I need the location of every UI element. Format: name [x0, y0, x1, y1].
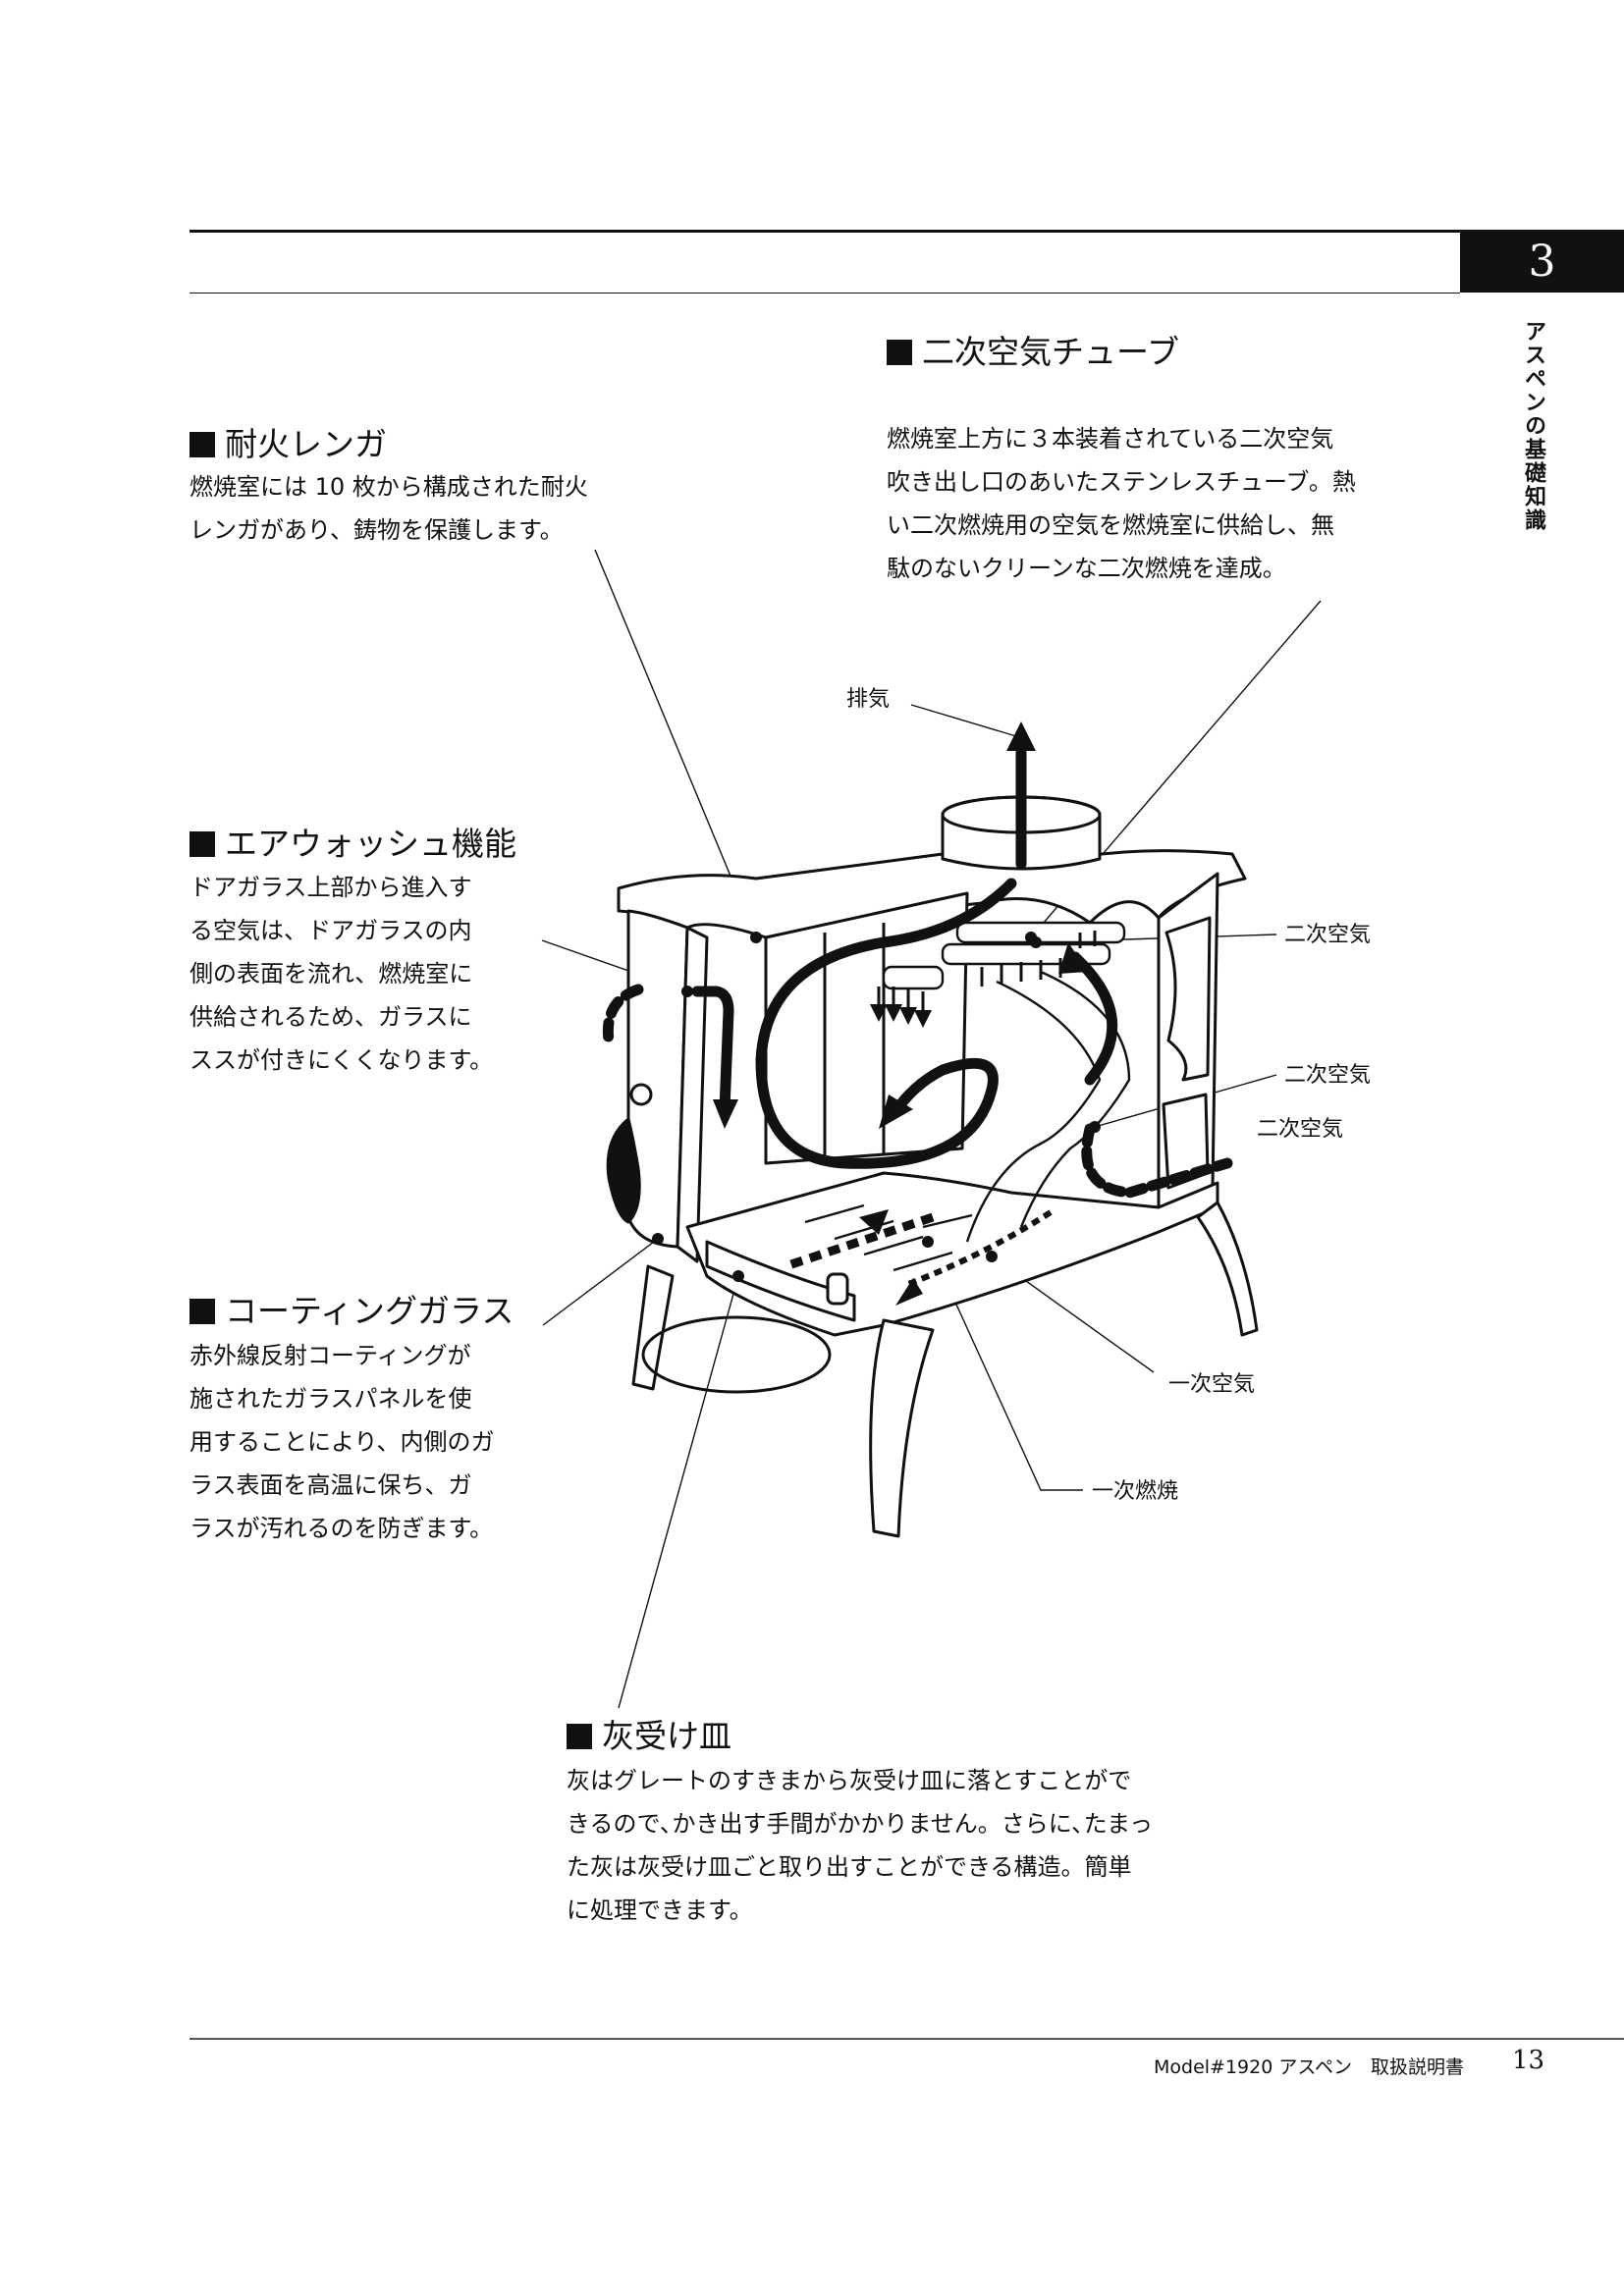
airwash-line: る空気は、ドアガラスの内 [189, 917, 472, 944]
ash-pan-line: きるので､かき出す手間がかかりません。さらに､たまっ [567, 1810, 1154, 1838]
airwash-line: 側の表面を流れ、燃焼室に [189, 960, 473, 988]
heading-bullet [189, 432, 215, 457]
ash-pan-heading: 灰受け皿 [567, 1717, 731, 1756]
airwash-title: エアウォッシュ機能 [225, 825, 516, 863]
secondary-tube-line: 吹き出し口のあいたステンレスチューブ。熱 [887, 468, 1356, 496]
airwash-line: ドアガラス上部から進入す [189, 874, 472, 901]
airwash-line: 供給されるため、ガラスに [189, 1003, 472, 1031]
coating-glass-line: ラスが汚れるのを防ぎます。 [189, 1515, 494, 1542]
chapter-side-title: アスペンの基礎知識 [1521, 320, 1546, 532]
footer-rule [189, 2038, 1624, 2040]
secondary-tube-line: い二次燃焼用の空気を燃焼室に供給し、無 [887, 511, 1334, 539]
firebrick-line: レンガがあり、鋳物を保護します。 [189, 516, 564, 544]
heading-bullet [887, 340, 912, 365]
label-exhaust: 排気 [846, 687, 891, 712]
secondary-tube-text: 燃焼室上方に３本装着されている二次空気 吹き出し口のあいたステンレスチューブ。熱… [887, 417, 1356, 590]
heading-bullet [567, 1724, 592, 1749]
primary-air-arrow [784, 1209, 1053, 1306]
label-secondary-air-2: 二次空気 [1284, 1063, 1372, 1088]
label-primary-combustion: 一次燃焼 [1092, 1479, 1179, 1504]
firebrick-heading: 耐火レンガ [189, 425, 387, 464]
header-rule-thin [189, 293, 1460, 294]
label-primary-air: 一次空気 [1168, 1372, 1256, 1397]
heading-bullet [189, 831, 215, 857]
coating-glass-line: 用することにより、内側のガ [189, 1428, 495, 1456]
coating-glass-text: 赤外線反射コーティングが 施されたガラスパネルを使 用することにより、内側のガ … [189, 1334, 495, 1550]
footer-title: Model#1920 アスペン 取扱説明書 [1154, 2056, 1465, 2078]
firebrick-title: 耐火レンガ [225, 425, 387, 463]
flow-arrows [602, 735, 1233, 1199]
coating-glass-title: コーティングガラス [225, 1292, 514, 1330]
label-secondary-air-3: 二次空気 [1257, 1117, 1344, 1142]
ash-pan-line: た灰は灰受け皿ごと取り出すことができる構造。簡単 [567, 1853, 1132, 1881]
ash-pan-text: 灰はグレートのすきまから灰受け皿に落とすことがで きるので､かき出す手間がかかり… [567, 1759, 1153, 1932]
ash-pan-line: 灰はグレートのすきまから灰受け皿に落とすことがで [567, 1767, 1132, 1794]
secondary-tube-line: 燃焼室上方に３本装着されている二次空気 [887, 425, 1334, 453]
coating-glass-heading: コーティングガラス [189, 1292, 514, 1331]
chapter-number: 3 [1460, 230, 1624, 293]
airwash-line: ススが付きにくくなります。 [189, 1046, 494, 1074]
arrow-heads [713, 721, 1088, 1129]
coating-glass-line: 赤外線反射コーティングが [189, 1342, 471, 1369]
firebrick-line: 燃焼室には 10 枚から構成された耐火 [189, 473, 588, 501]
page-number: 13 [1512, 2046, 1545, 2075]
stove-body [606, 795, 1259, 1538]
secondary-air-jets [870, 931, 1097, 1028]
secondary-tube-title: 二次空気チューブ [922, 333, 1180, 371]
coating-glass-line: ラス表面を高温に保ち、ガ [189, 1471, 472, 1499]
heading-bullet [189, 1299, 215, 1324]
airwash-text: ドアガラス上部から進入す る空気は、ドアガラスの内 側の表面を流れ、燃焼室に 供… [189, 866, 493, 1082]
header-rule [189, 230, 1460, 233]
label-secondary-air-1: 二次空気 [1284, 923, 1372, 947]
secondary-tube-heading: 二次空気チューブ [887, 333, 1179, 372]
ash-pan-title: 灰受け皿 [602, 1717, 731, 1755]
leader-dots [652, 932, 1101, 1282]
airwash-heading: エアウォッシュ機能 [189, 825, 516, 864]
firebrick-text: 燃焼室には 10 枚から構成された耐火 レンガがあり、鋳物を保護します。 [189, 465, 588, 552]
ash-pan-line: に処理できます。 [567, 1896, 753, 1924]
secondary-tube-line: 駄のないクリーンな二次燃焼を達成。 [887, 555, 1286, 582]
coating-glass-line: 施されたガラスパネルを使 [189, 1385, 472, 1413]
